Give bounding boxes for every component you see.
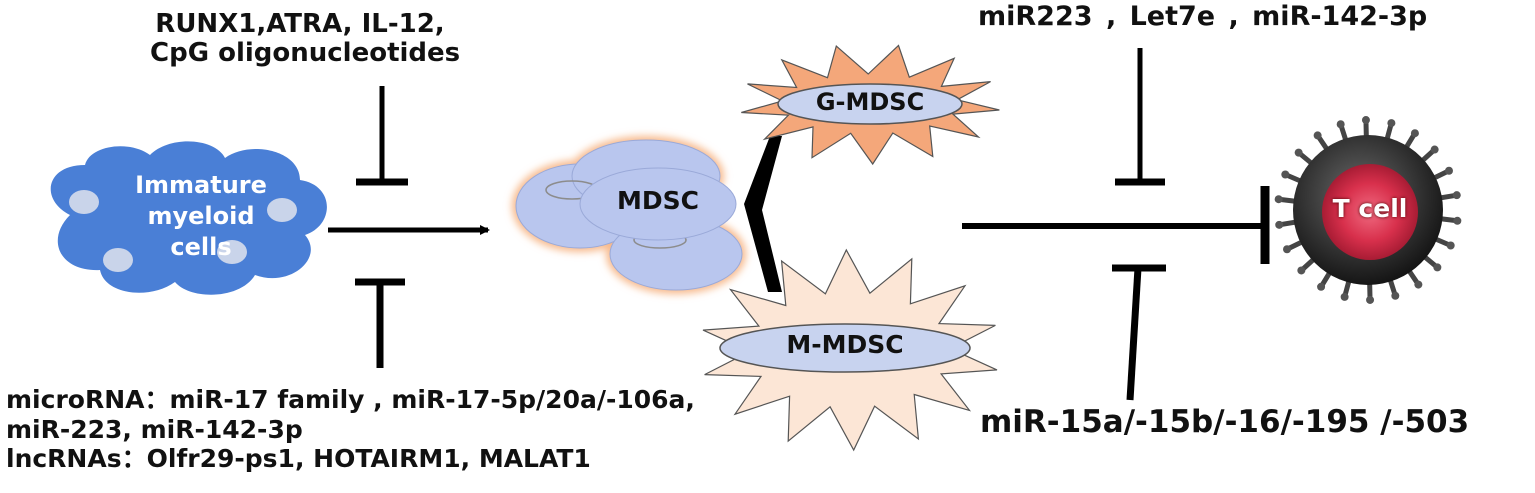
t-cell-receptor-tip [1444,166,1453,175]
bottom-left-line-3: lncRNAs：Olfr29-ps1, HOTAIRM1, MALAT1 [6,444,591,473]
t-cell-receptor-tip [1340,292,1349,301]
branch-lines [744,136,782,292]
top-left-inhibitor [356,86,408,186]
t-cell-receptor-tip [1410,129,1419,138]
t-cell-receptor-tip [1294,148,1303,157]
cloud-dot [103,248,133,272]
t-cell-receptor-tip [1361,116,1370,125]
tcell-inhibition [962,186,1270,264]
top-right-inhibitor [1115,48,1165,186]
tcell-inhibitors-top: miR223 , Let7e , miR-142-3p [978,1,1428,32]
mdsc-label: MDSC [617,186,699,215]
t-cell-receptor-tip [1391,291,1400,300]
bottom-left-line-2: miR-223, miR-142-3p [6,414,303,444]
t-cell-receptor-tip [1453,216,1462,225]
t-cell-receptor-tip [1452,191,1461,200]
immature-line-3: cells [170,233,232,262]
mdsc-cell-front [579,167,737,241]
t-cell-receptor-tip [1366,295,1375,304]
t-cell-receptor-tip [1275,220,1284,229]
t-cell-core [1322,164,1418,260]
t-cell-receptor-tip [1281,170,1290,179]
cloud-dot [69,190,99,214]
top-left-line-1: RUNX1,ATRA, IL-12, [155,9,445,39]
tcell-inhibitors-bottom: miR-15a/-15b/-16/-195 /-503 [980,404,1470,440]
bottom-left-inhibitor [355,278,405,368]
t-cell-receptor-tip [1317,282,1326,291]
t-cell-receptor-tip [1446,241,1455,250]
t-cell-label: T cell [1332,194,1408,223]
m-mdsc-label: M-MDSC [786,330,904,359]
g-mdsc-burst [741,44,1000,166]
t-cell-receptor-tip [1387,119,1396,128]
bottom-left-line-1: microRNA：miR-17 family , miR-17-5p/20a/-… [6,385,695,414]
t-cell-receptor-tip [1274,195,1283,204]
mdsc-cluster [512,136,746,294]
t-cell-receptor-tip [1433,263,1442,272]
m-mdsc-ellipse [719,323,971,373]
t-cell-receptor-tip [1430,145,1439,154]
t-cell-receptor-tip [1283,245,1292,254]
t-cell-receptor-tip [1313,131,1322,140]
g-mdsc-label: G-MDSC [815,88,925,116]
bottom-right-inhibitor [1112,264,1166,401]
m-mdsc-burst [702,248,998,452]
cloud-dot [267,198,297,222]
immature-line-1: Immature [135,171,267,199]
upstream-inhibitors-bottom: microRNA：miR-17 family , miR-17-5p/20a/-… [6,386,695,475]
cloud-dot [217,240,247,264]
t-cell-receptor-tip [1297,266,1306,275]
g-mdsc-ellipse [777,83,963,125]
t-cell [1274,116,1462,304]
top-left-line-2: CpG oligonucleotides [150,37,461,68]
upstream-inhibitors-top: RUNX1,ATRA, IL-12, CpG oligonucleotides [150,9,461,68]
t-cell-receptor-tip [1414,280,1423,289]
immature-line-2: myeloid [147,202,255,231]
t-cell-receptor-tip [1336,120,1345,129]
immature-cells-cloud [50,141,327,295]
immature-cells-label: Immature myeloid cells [86,170,316,264]
